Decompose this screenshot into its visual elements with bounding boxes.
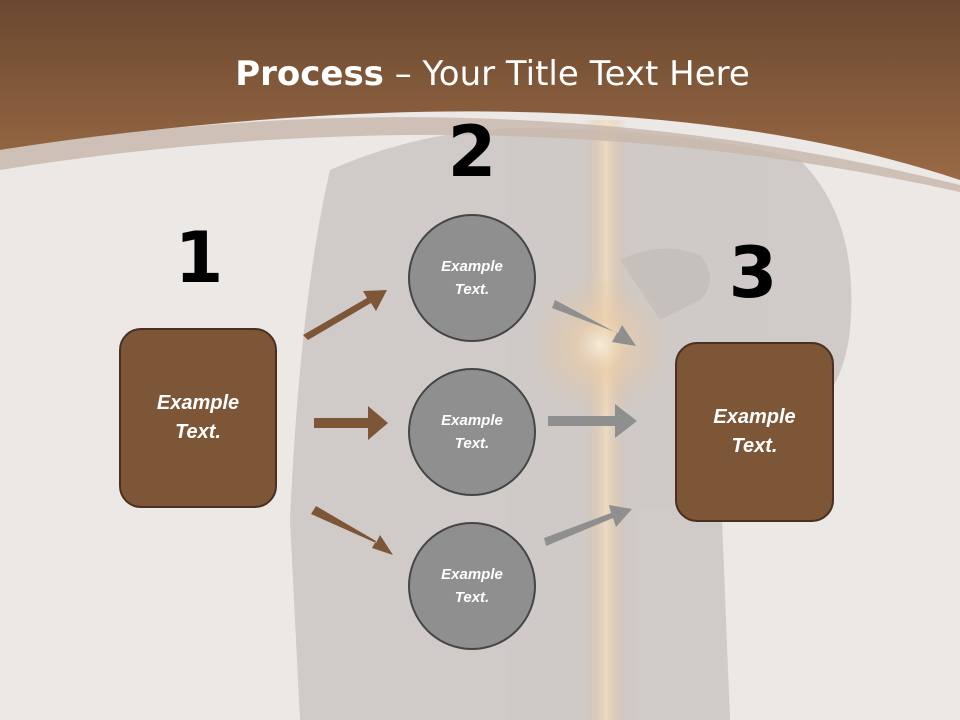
arrow-to-circle-3 (311, 506, 393, 555)
step-number-1: 1 (174, 217, 224, 299)
circle-2-text: Example Text. (441, 412, 503, 452)
circle-1: Example Text. (408, 214, 536, 342)
title-bold: Process (235, 54, 384, 94)
circle-3: Example Text. (408, 522, 536, 650)
arrow-to-circle-1 (303, 290, 387, 340)
step-number-2: 2 (447, 111, 497, 193)
circle-1-text: Example Text. (441, 258, 503, 298)
left-box-text: Example Text. (156, 392, 240, 443)
header-swoosh (0, 117, 960, 192)
title-rest: – Your Title Text Here (383, 54, 750, 94)
page-title: Process – Your Title Text Here (0, 52, 960, 96)
right-box-text: Example Text. (713, 406, 796, 457)
arrow-from-circle-2 (548, 404, 637, 438)
circle-3-text: Example Text. (441, 566, 503, 606)
right-box: Example Text. (675, 342, 834, 522)
step-number-3: 3 (728, 232, 778, 314)
arrow-to-circle-2 (314, 406, 388, 440)
circle-2: Example Text. (408, 368, 536, 496)
left-box: Example Text. (119, 328, 277, 508)
header-band (0, 0, 960, 180)
arrow-from-circle-3 (544, 505, 632, 546)
arrow-from-circle-1 (552, 300, 636, 346)
